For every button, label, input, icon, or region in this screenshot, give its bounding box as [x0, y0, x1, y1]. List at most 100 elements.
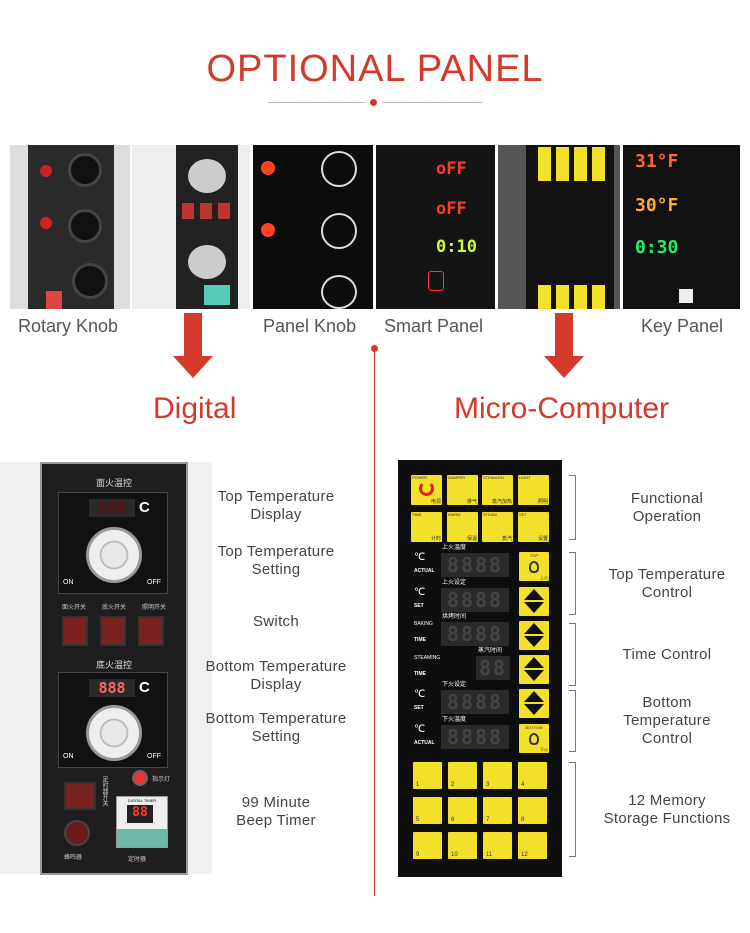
center-divider — [374, 348, 375, 896]
memory-key-9[interactable]: 9 — [413, 832, 442, 859]
divider — [268, 102, 366, 103]
bracket — [569, 690, 576, 752]
display-caption: 烘烤时间 — [442, 614, 467, 620]
divider — [382, 102, 482, 103]
micro-label: Functional Operation — [630, 489, 704, 525]
arrow-down-icon — [184, 313, 202, 357]
display-caption: 下火温度 — [442, 717, 467, 723]
memory-key-3[interactable]: 3 — [483, 762, 512, 789]
timer-switch[interactable] — [64, 782, 96, 810]
photo-label: Rotary Knob — [18, 316, 119, 336]
display-caption: 上火设定 — [442, 580, 467, 586]
photo-panel-knob — [253, 145, 373, 309]
arrow-down-icon — [555, 313, 573, 357]
up-down-key[interactable] — [519, 587, 549, 616]
digital-panel: 面火温控 888 C ON OFF 面火开关 底火开关 照明开关 底火温控 88… — [40, 462, 188, 875]
digital-label: Bottom Temperature Setting — [205, 710, 347, 745]
flame-icon — [529, 561, 539, 573]
segment-display: 8888 — [441, 725, 509, 749]
photo-label: Smart Panel — [384, 316, 484, 336]
arrow-up-icon — [524, 623, 544, 634]
memory-key-6[interactable]: 6 — [448, 797, 477, 824]
bracket — [569, 762, 576, 857]
segment-display: 8888 — [441, 553, 509, 577]
photo-digital — [132, 145, 250, 309]
display-caption: 蒸汽时间 — [478, 648, 503, 654]
segment-display: 8888 — [441, 588, 509, 612]
light-switch[interactable] — [138, 616, 164, 646]
page-title: OPTIONAL PANEL — [206, 48, 544, 90]
digital-label: Switch — [253, 613, 299, 630]
micro-label: Top Temperature Control — [608, 565, 726, 601]
arrow-down-icon — [524, 636, 544, 647]
display-caption: 下火设定 — [442, 682, 467, 688]
memory-key-11[interactable]: 11 — [483, 832, 512, 859]
bottom-temperature-dial[interactable] — [86, 705, 142, 761]
up-down-key[interactable] — [519, 689, 549, 718]
section-digital: Digital — [153, 392, 237, 425]
arrow-down-icon — [524, 602, 544, 613]
display-caption: 上火温度 — [442, 545, 467, 551]
photo-key-panel: 31°F 30°F 0:30 — [623, 145, 740, 309]
segment-display: 8888 — [441, 622, 509, 646]
arrow-down-icon — [173, 356, 213, 378]
memory-key-2[interactable]: 2 — [448, 762, 477, 789]
divider-dot — [370, 99, 377, 106]
arrow-up-icon — [524, 657, 544, 668]
memory-key-10[interactable]: 10 — [448, 832, 477, 859]
arrow-up-icon — [524, 589, 544, 600]
top-temperature-dial[interactable] — [86, 527, 142, 583]
digital-label: Bottom Temperature Display — [205, 658, 347, 693]
bracket — [569, 475, 576, 540]
top-thermostat: 888 C ON OFF — [58, 492, 168, 594]
memory-key-12[interactable]: 12 — [518, 832, 547, 859]
top-heat-switch[interactable] — [62, 616, 88, 646]
memory-key-4[interactable]: 4 — [518, 762, 547, 789]
power-icon — [419, 481, 434, 496]
up-down-key[interactable] — [519, 655, 549, 684]
arrow-down-icon — [524, 670, 544, 681]
photo-smart-panel: oFF oFF 0:10 — [376, 145, 495, 309]
arrow-down-icon — [544, 356, 584, 378]
digital-label: 99 Minute Beep Timer — [236, 794, 316, 829]
up-down-key[interactable] — [519, 621, 549, 650]
memory-key-1[interactable]: 1 — [413, 762, 442, 789]
memory-key-5[interactable]: 5 — [413, 797, 442, 824]
photo-micro — [498, 145, 620, 309]
arrow-up-icon — [524, 691, 544, 702]
segment-display: 8888 — [441, 690, 509, 714]
digital-label: Top Temperature Setting — [217, 543, 335, 578]
buzzer — [64, 820, 90, 846]
memory-key-7[interactable]: 7 — [483, 797, 512, 824]
photo-rotary-knob — [10, 145, 130, 309]
bracket — [569, 623, 576, 686]
timer-switch-label: 定时器开关 — [101, 776, 107, 806]
indicator-lamp — [132, 770, 148, 786]
micro-label: Time Control — [622, 645, 712, 663]
micro-label: Bottom Temperature Control — [623, 694, 711, 747]
micro-label: 12 Memory Storage Functions — [603, 791, 731, 827]
section-micro: Micro-Computer — [454, 392, 670, 425]
flame-icon — [529, 733, 539, 745]
memory-key-8[interactable]: 8 — [518, 797, 547, 824]
bracket — [569, 552, 576, 615]
photo-label: Panel Knob — [263, 316, 357, 336]
digital-label: Top Temperature Display — [217, 488, 335, 523]
arrow-down-icon — [524, 704, 544, 715]
bottom-heat-switch[interactable] — [100, 616, 126, 646]
bottom-thermostat: 888 C ON OFF — [58, 672, 168, 768]
digital-timer: DIGITAL TIMER 88 — [116, 796, 168, 848]
photo-label: Key Panel — [641, 316, 724, 336]
segment-display: 88 — [476, 656, 510, 680]
